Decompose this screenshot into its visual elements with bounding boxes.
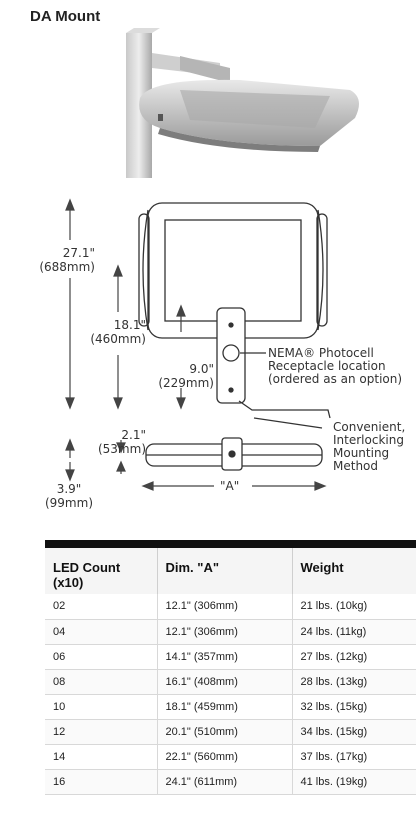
table-header-row: LED Count (x10) Dim. "A" Weight (45, 540, 416, 594)
pole-height-mm-label: (460mm) (90, 332, 146, 346)
mount-note-line1: Convenient, (333, 420, 406, 434)
cell-led-count: 12 (45, 719, 158, 745)
side-height-mm-label: (99mm) (44, 496, 93, 510)
header-led-count: LED Count (x10) (45, 540, 158, 594)
page-title: DA Mount (30, 8, 101, 25)
side-thickness-label: 2.1" (121, 428, 146, 442)
cell-dim-a: 14.1" (357mm) (157, 644, 293, 670)
cell-weight: 21 lbs. (10kg) (292, 594, 416, 620)
overall-height-mm-label: (688mm) (39, 260, 95, 274)
mount-note-line2: Interlocking (333, 433, 404, 447)
cell-dim-a: 20.1" (510mm) (157, 719, 293, 745)
mount-note-line4: Method (333, 459, 379, 473)
dimension-drawing (65, 198, 331, 491)
table-row: 14 22.1" (560mm) 37 lbs. (17kg) (45, 744, 416, 770)
cell-weight: 27 lbs. (12kg) (292, 644, 416, 670)
cell-led-count: 08 (45, 669, 158, 695)
cell-dim-a: 16.1" (408mm) (157, 669, 293, 695)
cell-weight: 37 lbs. (17kg) (292, 744, 416, 770)
arm-height-label: 9.0" (189, 362, 214, 376)
cell-weight: 28 lbs. (13kg) (292, 669, 416, 695)
overall-height-label: 27.1" (62, 246, 95, 260)
side-thickness-mm-label: (53mm) (97, 442, 146, 456)
cell-dim-a: 24.1" (611mm) (157, 769, 293, 795)
mount-note-line3: Mounting (333, 446, 390, 460)
cell-dim-a: 22.1" (560mm) (157, 744, 293, 770)
cell-led-count: 14 (45, 744, 158, 770)
cell-dim-a: 12.1" (306mm) (157, 594, 293, 620)
table-row: 04 12.1" (306mm) 24 lbs. (11kg) (45, 619, 416, 645)
product-photo (126, 28, 359, 178)
nema-note-line3: (ordered as an option) (268, 372, 403, 386)
cell-led-count: 06 (45, 644, 158, 670)
nema-note-line1: NEMA® Photocell (268, 346, 374, 360)
spec-table: LED Count (x10) Dim. "A" Weight 02 12.1"… (45, 540, 416, 795)
cell-weight: 34 lbs. (15kg) (292, 719, 416, 745)
arm-height-mm-label: (229mm) (158, 376, 214, 390)
table-row: 02 12.1" (306mm) 21 lbs. (10kg) (45, 594, 416, 620)
cell-weight: 24 lbs. (11kg) (292, 619, 416, 645)
cell-weight: 32 lbs. (15kg) (292, 694, 416, 720)
cell-led-count: 10 (45, 694, 158, 720)
cell-led-count: 02 (45, 594, 158, 620)
table-row: 06 14.1" (357mm) 27 lbs. (12kg) (45, 644, 416, 670)
table-row: 16 24.1" (611mm) 41 lbs. (19kg) (45, 769, 416, 795)
width-a-label: "A" (220, 479, 240, 493)
table-row: 08 16.1" (408mm) 28 lbs. (13kg) (45, 669, 416, 695)
cell-led-count: 04 (45, 619, 158, 645)
nema-note-line2: Receptacle location (268, 359, 386, 373)
header-dim-a: Dim. "A" (157, 540, 293, 594)
cell-dim-a: 18.1" (459mm) (157, 694, 293, 720)
cell-led-count: 16 (45, 769, 158, 795)
table-row: 12 20.1" (510mm) 34 lbs. (15kg) (45, 719, 416, 745)
cell-weight: 41 lbs. (19kg) (292, 769, 416, 795)
table-row: 10 18.1" (459mm) 32 lbs. (15kg) (45, 694, 416, 720)
side-height-label: 3.9" (56, 482, 82, 496)
cell-dim-a: 12.1" (306mm) (157, 619, 293, 645)
pole-height-label: 18.1" (113, 318, 146, 332)
header-weight: Weight (292, 540, 416, 594)
